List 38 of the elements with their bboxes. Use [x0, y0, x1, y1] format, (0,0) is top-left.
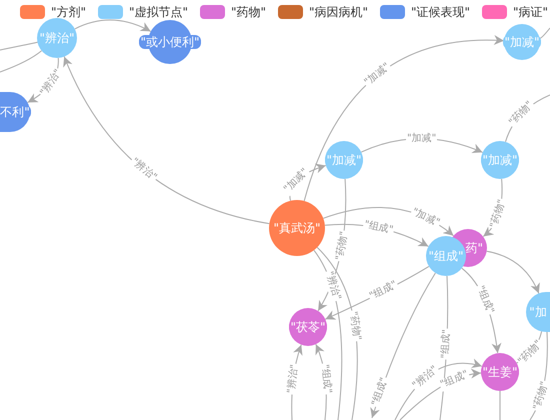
- node-label: "加减": [325, 153, 363, 167]
- edge-label: "药物": [531, 378, 550, 412]
- graph-node: [37, 18, 77, 58]
- graph-node: [0, 92, 30, 132]
- legend-label: "方剂": [51, 5, 86, 19]
- arrow: [74, 20, 152, 32]
- connector-line: [539, 28, 550, 39]
- node-label: "或小便利": [139, 35, 201, 49]
- node-label: 不利": [0, 105, 31, 119]
- connector-line: [0, 42, 38, 50]
- node-label: "真武汤": [272, 221, 322, 235]
- legend-label: "虚拟节点": [129, 5, 188, 19]
- edge-label: "药物": [506, 98, 537, 130]
- node-label: "加减": [481, 153, 519, 167]
- edge-label: "加减": [281, 165, 312, 196]
- legend-label: "药物": [231, 5, 266, 19]
- connector-line: [0, 50, 42, 72]
- legend-label: "病证": [513, 5, 548, 19]
- legend-label: "病因病机": [309, 5, 368, 19]
- legend-label: "证候表现": [411, 5, 470, 19]
- arrow: [304, 36, 504, 202]
- arrow: [64, 56, 270, 224]
- graph-node: [426, 236, 466, 276]
- node-label: "茯苓": [289, 320, 327, 334]
- node-label: 药": [464, 241, 484, 255]
- graph-node: [526, 292, 550, 332]
- node-label: "加减": [503, 35, 541, 49]
- node-label: "加: [528, 305, 548, 319]
- graph-node: [481, 353, 519, 391]
- edge-label: "加减": [405, 132, 437, 145]
- graph-node: [325, 141, 363, 179]
- graph-node: [481, 141, 519, 179]
- node-label: "组成": [427, 249, 465, 263]
- node-label: "生姜": [481, 365, 519, 379]
- node-label: "辨治": [38, 31, 76, 45]
- graph-node: [289, 308, 327, 346]
- graph-node: [504, 24, 540, 60]
- arrow: [486, 250, 540, 294]
